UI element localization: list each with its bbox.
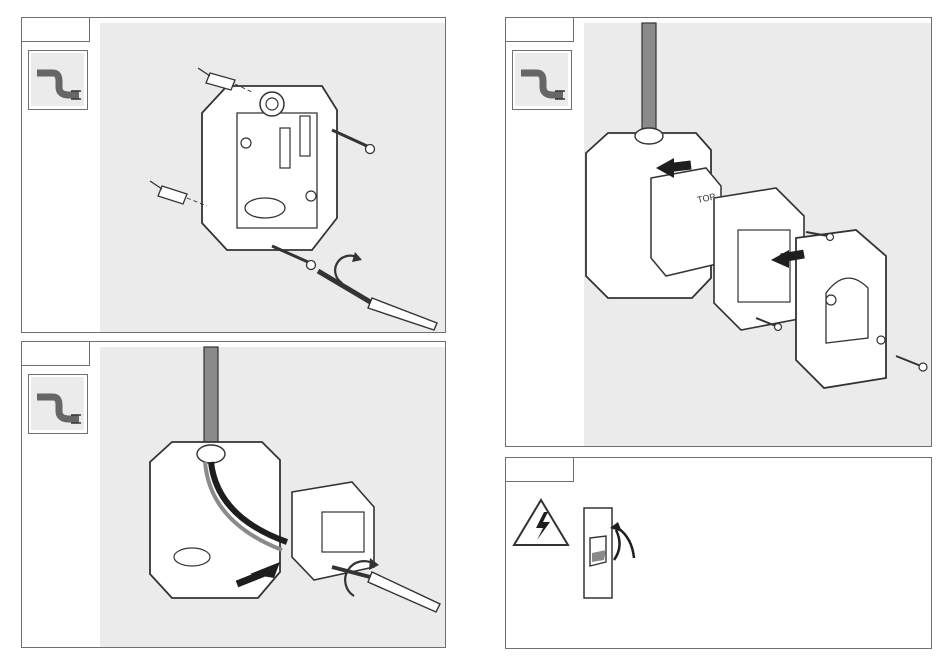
switch-rocker — [826, 278, 868, 343]
rotate-arrow-icon — [610, 522, 634, 560]
power-restore-illustration — [506, 458, 932, 649]
step-4-panel — [505, 457, 932, 649]
cable-icon — [204, 347, 218, 457]
step-2-panel — [21, 341, 446, 648]
electrical-hazard-icon — [514, 500, 568, 545]
box-mounting-illustration — [22, 18, 446, 333]
wiring-illustration — [22, 342, 446, 648]
switch-mechanism — [651, 168, 721, 276]
assembly-illustration: TOP — [506, 18, 932, 447]
step-1-panel — [21, 17, 446, 333]
cable-icon — [642, 23, 656, 133]
step-3-panel: TOP — [505, 17, 932, 447]
circuit-breaker-icon — [584, 508, 612, 598]
